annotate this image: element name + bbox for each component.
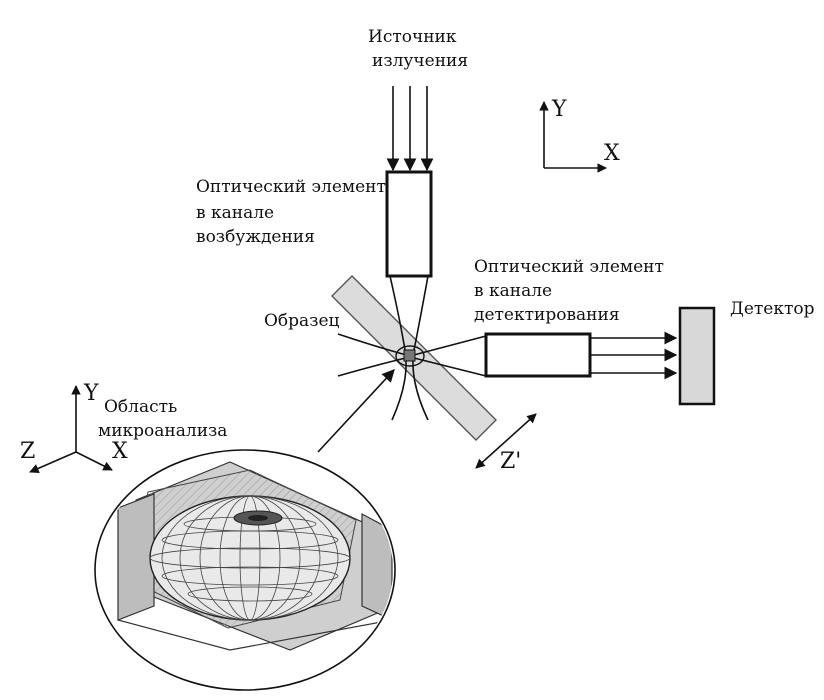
excitation-label-line3: возбуждения	[196, 227, 315, 247]
sample-label: Образец	[264, 311, 340, 331]
detection-output-beams	[590, 331, 678, 380]
z-prime-axis	[475, 413, 537, 469]
microanalysis-label-line1: Область	[104, 397, 177, 417]
microanalysis-label-line2: микроанализа	[98, 421, 227, 441]
source-beams	[386, 86, 434, 172]
axes-top-right	[539, 101, 607, 173]
focal-spot	[403, 349, 416, 362]
source-label-line2: излучения	[372, 51, 468, 71]
axis-x-top-label: X	[604, 141, 620, 166]
focal-region	[395, 345, 425, 367]
detection-label-line3: детектирования	[474, 305, 620, 325]
detection-label-line2: в канале	[474, 281, 552, 301]
axis-y-top-label: Y	[551, 97, 567, 122]
excitation-label-line1: Оптический элемент	[196, 177, 386, 197]
zoom-pointer-arrow	[317, 369, 395, 453]
axes-left	[29, 385, 113, 473]
microanalysis-3d-view	[117, 461, 393, 651]
detector-label: Детектор	[730, 299, 815, 319]
excitation-label-line2: в канале	[196, 203, 274, 223]
detector	[678, 306, 716, 406]
detection-optical-element	[484, 332, 592, 378]
detection-label-line1: Оптический элемент	[474, 257, 664, 277]
source-label-line1: Источник	[368, 27, 457, 47]
axis-x-left-label: X	[112, 439, 128, 464]
z-prime-label: Z'	[500, 449, 521, 474]
axis-y-left-label: Y	[83, 381, 99, 406]
excitation-optical-element	[385, 170, 433, 278]
axis-z-left-label: Z	[20, 439, 35, 464]
